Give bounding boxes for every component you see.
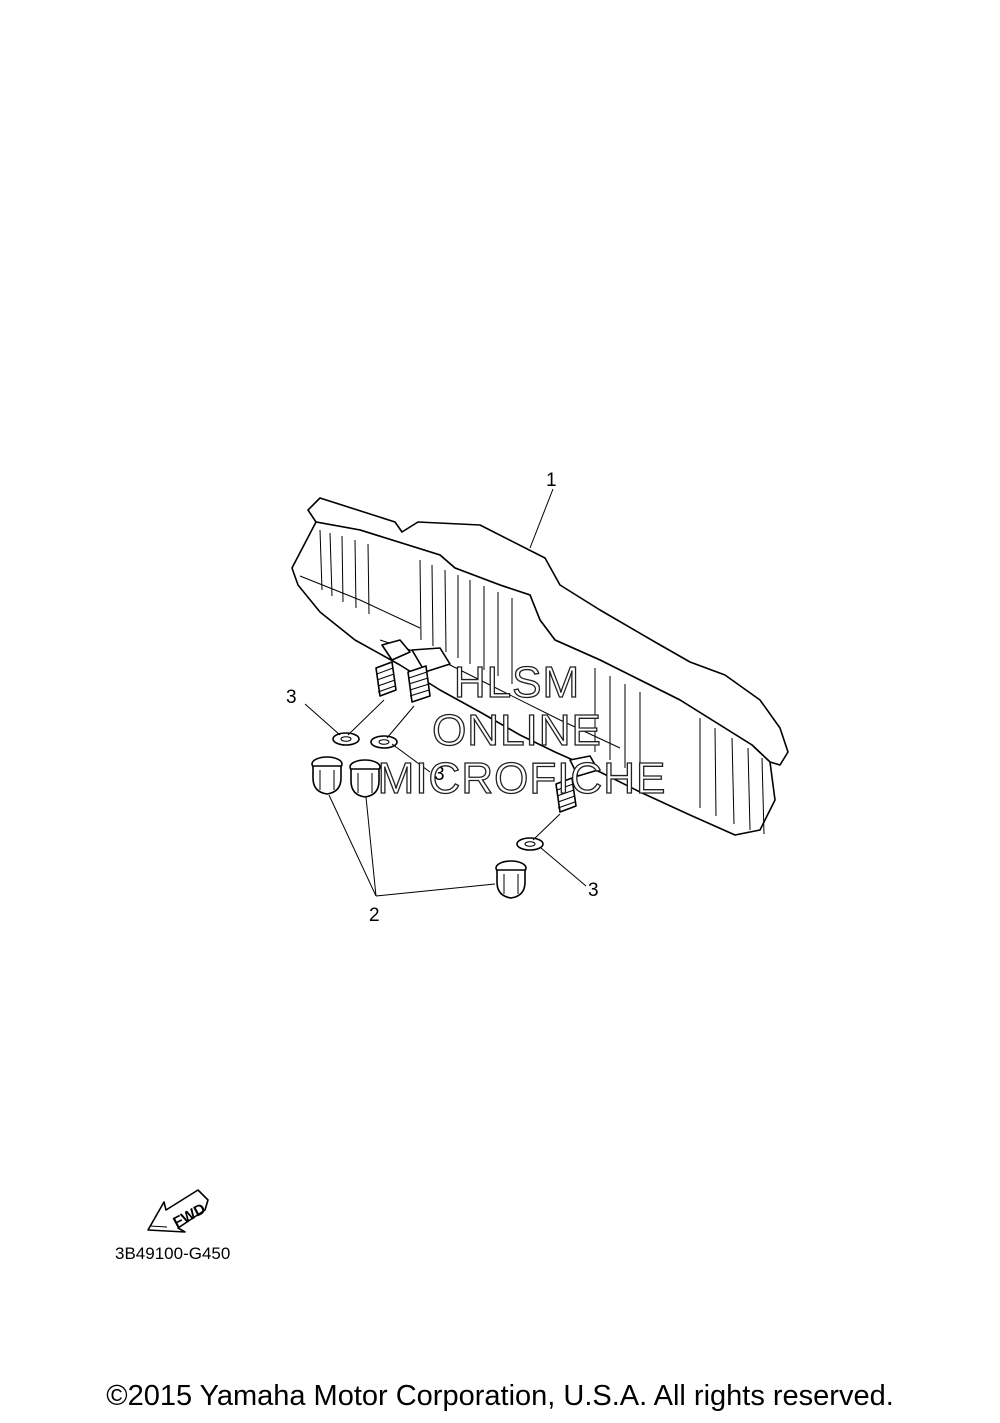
body-ribs [319, 529, 765, 835]
cap-nuts [311, 756, 527, 899]
stud-bolts [375, 661, 577, 813]
copyright-notice: ©2015 Yamaha Motor Corporation, U.S.A. A… [106, 1380, 894, 1412]
callout-2: 2 [369, 905, 380, 926]
watermark-line1: HLSM [454, 658, 580, 707]
washers [332, 732, 544, 851]
meter-assembly [291, 497, 789, 836]
watermark-line2: ONLINE [432, 706, 602, 755]
fwd-arrow-icon: FWD [147, 1189, 209, 1233]
callout-3-right: 3 [588, 880, 599, 901]
leader-lines [304, 488, 587, 897]
assembly-guide-lines [347, 699, 561, 841]
watermark: HLSM ONLINE MICROFICHE [377, 657, 667, 803]
callout-3-center: 3 [434, 764, 445, 785]
watermark-line3: MICROFICHE [378, 754, 667, 803]
callout-1: 1 [546, 470, 557, 491]
diagram-code: 3B49100-G450 [115, 1244, 231, 1263]
callout-3-left: 3 [286, 687, 297, 708]
